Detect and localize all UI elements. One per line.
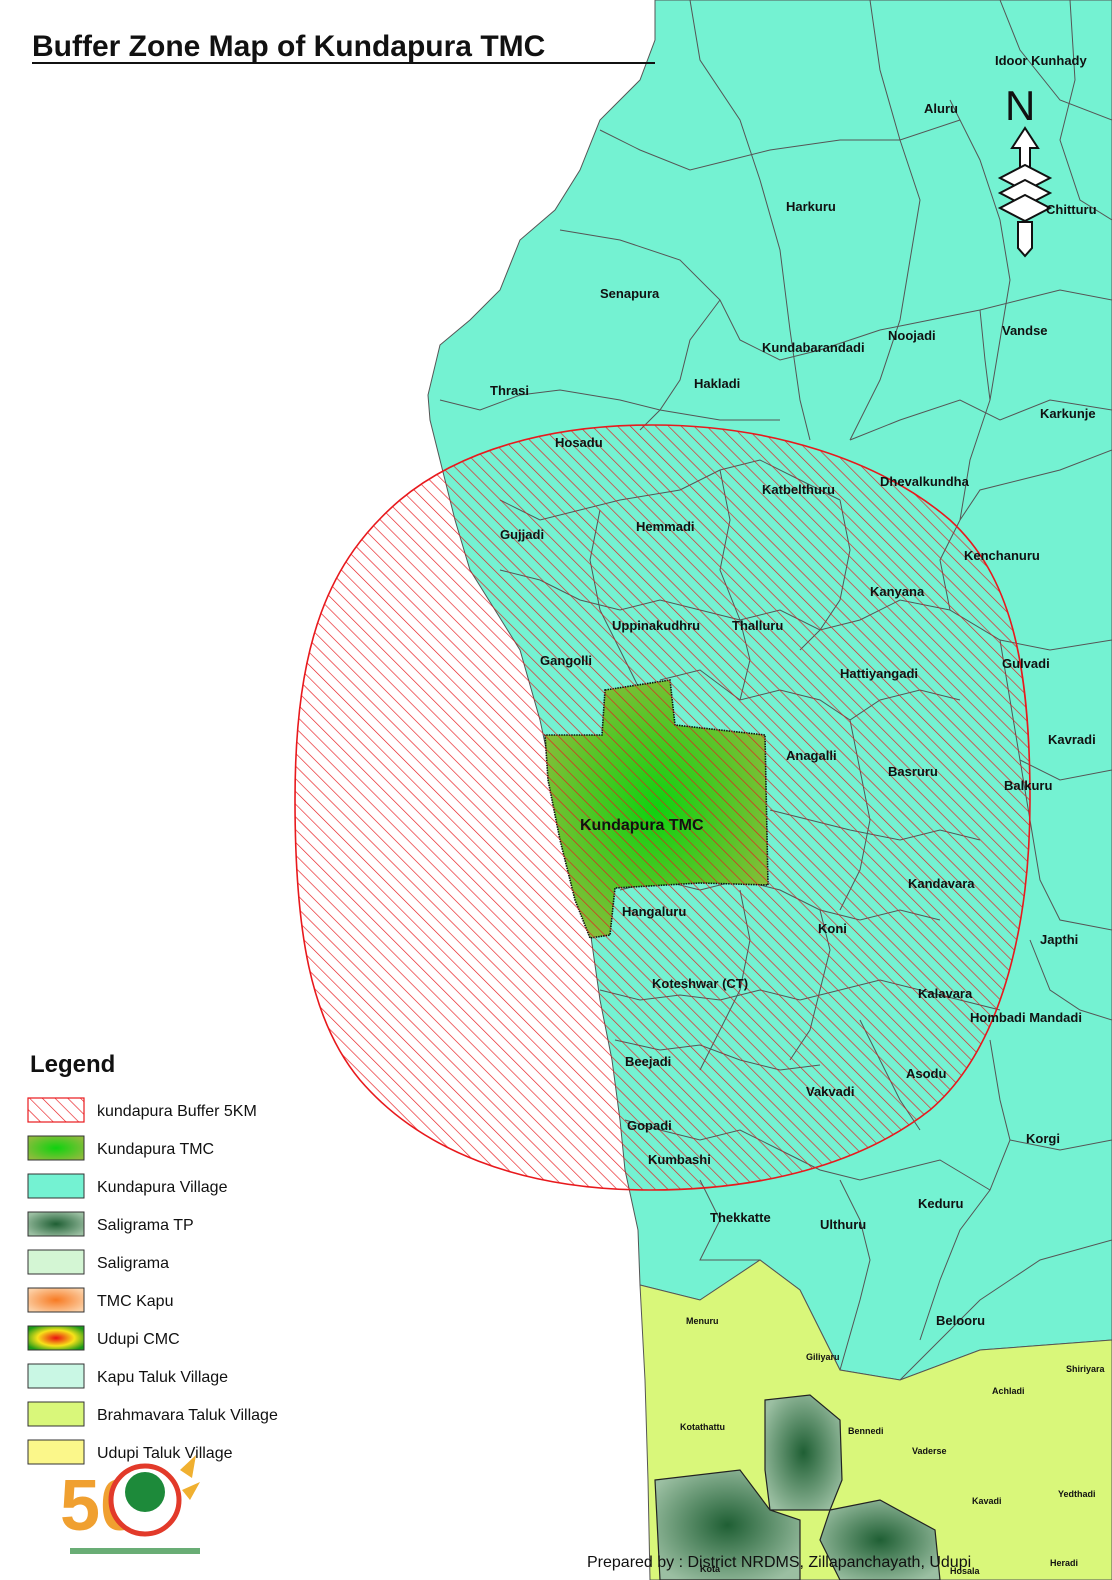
legend-label: Udupi Taluk Village	[97, 1445, 233, 1462]
village-label: Koni	[818, 921, 847, 936]
village-label: Hombadi Mandadi	[970, 1010, 1082, 1025]
legend-label: Udupi CMC	[97, 1331, 180, 1348]
village-label: Vakvadi	[806, 1084, 854, 1099]
village-label: Gujjadi	[500, 527, 544, 542]
village-label-small: Menuru	[686, 1316, 719, 1326]
saligrama-tp-region-3	[819, 1499, 941, 1580]
village-label: Kanyana	[870, 584, 925, 599]
legend: Legend kundapura Buffer 5KM Kundapura TM…	[27, 1051, 278, 1465]
village-label: Kundabarandadi	[762, 340, 865, 355]
village-label: Vandse	[1002, 323, 1048, 338]
village-label: Kandavara	[908, 876, 975, 891]
legend-swatch	[27, 1363, 85, 1389]
village-label: Beejadi	[625, 1054, 671, 1069]
legend-label: TMC Kapu	[97, 1293, 173, 1310]
saligrama-tp-region-1	[764, 1394, 843, 1511]
legend-label: Saligrama TP	[97, 1217, 194, 1234]
village-label: Thalluru	[732, 618, 783, 633]
village-label: Kumbashi	[648, 1152, 711, 1167]
village-label: Koteshwar (CT)	[652, 976, 748, 991]
legend-title: Legend	[30, 1051, 115, 1078]
village-label: Kavradi	[1048, 732, 1096, 747]
legend-label: Brahmavara Taluk Village	[97, 1407, 278, 1424]
village-label: Keduru	[918, 1196, 964, 1211]
village-label: Hosadu	[555, 435, 603, 450]
legend-swatch	[27, 1135, 85, 1161]
village-label-small: Vaderse	[912, 1446, 947, 1456]
village-label: Senapura	[600, 286, 660, 301]
village-label: Asodu	[906, 1066, 947, 1081]
village-label-small: Heradi	[1050, 1558, 1078, 1568]
tmc-label: Kundapura TMC	[580, 817, 704, 834]
legend-label: Kundapura Village	[97, 1179, 228, 1196]
village-label: Belooru	[936, 1313, 985, 1328]
legend-swatch	[27, 1097, 85, 1123]
village-label: Gopadi	[627, 1118, 672, 1133]
village-label: Balkuru	[1004, 778, 1052, 793]
north-arrow: N	[997, 82, 1053, 258]
credit-text: Prepared by : District NRDMS, Zillapanch…	[587, 1554, 971, 1571]
legend-swatch	[27, 1325, 85, 1351]
legend-swatch	[27, 1249, 85, 1275]
village-label: Hemmadi	[636, 519, 695, 534]
village-label: Harkuru	[786, 199, 836, 214]
legend-swatch	[27, 1173, 85, 1199]
village-label-small: Hosala	[950, 1566, 981, 1576]
saligrama-tp-region-2	[654, 1469, 801, 1580]
village-label: Karkunje	[1040, 406, 1096, 421]
village-label: Chitturu	[1046, 202, 1097, 217]
village-label: Hakladi	[694, 376, 740, 391]
village-label: Noojadi	[888, 328, 936, 343]
village-label: Dhevalkundha	[880, 474, 970, 489]
village-label: Thekkatte	[710, 1210, 771, 1225]
village-label: Gulvadi	[1002, 656, 1050, 671]
village-label-small: Kotathattu	[680, 1422, 725, 1432]
village-label: Gangolli	[540, 653, 592, 668]
north-letter: N	[1005, 82, 1035, 129]
village-label: Hattiyangadi	[840, 666, 918, 681]
village-label-small: Kota	[700, 1564, 721, 1574]
village-label: Uppinakudhru	[612, 618, 700, 633]
legend-label: Kundapura TMC	[97, 1141, 214, 1158]
village-label: Basruru	[888, 764, 938, 779]
village-label: Aluru	[924, 101, 958, 116]
legend-swatch	[27, 1211, 85, 1237]
village-label-small: Bennedi	[848, 1426, 884, 1436]
legend-label: Saligrama	[97, 1255, 169, 1272]
village-label: Thrasi	[490, 383, 529, 398]
legend-label: kundapura Buffer 5KM	[97, 1103, 257, 1120]
village-label: Hangaluru	[622, 904, 686, 919]
village-label: Anagalli	[786, 748, 837, 763]
village-label: Korgi	[1026, 1131, 1060, 1146]
village-label: Ulthuru	[820, 1217, 866, 1232]
anniversary-logo: 50	[60, 1455, 200, 1554]
village-label-small: Yedthadi	[1058, 1489, 1096, 1499]
village-label: Kenchanuru	[964, 548, 1040, 563]
legend-swatch	[27, 1439, 85, 1465]
village-label-small: Shiriyara	[1066, 1364, 1106, 1374]
village-label-small: Giliyaru	[806, 1352, 840, 1362]
village-label: Kalavara	[918, 986, 973, 1001]
village-label-small: Achladi	[992, 1386, 1025, 1396]
village-label: Katbelthuru	[762, 482, 835, 497]
buffer-zone	[294, 424, 1031, 1191]
village-label: Idoor Kunhady	[995, 53, 1087, 68]
legend-swatch	[27, 1401, 85, 1427]
legend-swatch	[27, 1287, 85, 1313]
legend-label: Kapu Taluk Village	[97, 1369, 228, 1386]
map-title: Buffer Zone Map of Kundapura TMC	[32, 30, 545, 63]
village-label: Japthi	[1040, 932, 1078, 947]
village-labels: Idoor Kunhady Aluru Harkuru Chitturu Sen…	[490, 53, 1106, 1576]
village-label-small: Kavadi	[972, 1496, 1002, 1506]
